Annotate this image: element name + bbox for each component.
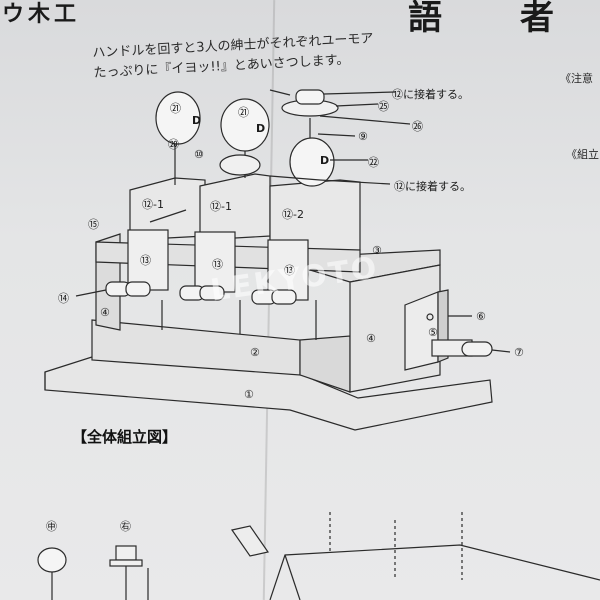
callout-21a: ㉑ <box>170 102 181 115</box>
callout-12-glue-top: ⑫に接着する。 <box>392 88 469 101</box>
caution-note: 《注意 <box>560 72 593 85</box>
callout-12-1b: ⑫-1 <box>210 200 232 213</box>
callout-2: ② <box>250 346 260 359</box>
callout-20: ⑳ <box>168 138 179 151</box>
head-letter-d-1: D <box>192 114 202 127</box>
callout-7: ⑦ <box>514 346 524 359</box>
callout-9: ⑨ <box>358 130 368 143</box>
callout-13a: ⑬ <box>140 254 151 267</box>
callout-13c: ⑬ <box>284 264 295 277</box>
head-letter-d-3: D <box>320 154 330 167</box>
callout-12-2: ⑫-2 <box>282 208 304 221</box>
title-fragment-left: ウ木工 <box>2 1 81 27</box>
callout-25: ㉕ <box>378 100 389 113</box>
sub-label-right: ㊨ <box>120 520 131 533</box>
callout-13b: ⑬ <box>212 258 223 271</box>
assembly-note: 《組立 <box>566 148 599 161</box>
head-letter-d-2: D <box>256 122 266 135</box>
title-strip: ウ木工 語 者 <box>0 0 600 38</box>
callout-4a: ④ <box>100 306 110 319</box>
callout-4b: ④ <box>366 332 376 345</box>
callout-12-1a: ⑫-1 <box>142 198 164 211</box>
callout-10: ⑩ <box>194 148 204 161</box>
title-fragment-right: 者 <box>520 0 558 38</box>
callout-22: ㉒ <box>368 156 379 169</box>
callout-5: ⑤ <box>428 326 438 339</box>
callout-14: ⑭ <box>58 292 69 305</box>
callout-1: ① <box>244 388 254 401</box>
callout-26: ㉖ <box>412 120 423 133</box>
title-fragment-mid: 語 <box>408 0 446 38</box>
callout-15: ⑮ <box>88 218 99 231</box>
callout-12-glue-mid: ⑫に接着する。 <box>394 180 471 193</box>
callout-21b: ㉑ <box>238 106 249 119</box>
sub-label-middle: ㊥ <box>46 520 57 533</box>
callout-6: ⑥ <box>476 310 486 323</box>
section-heading: 【全体組立図】 <box>72 428 178 446</box>
callout-3: ③ <box>372 244 382 257</box>
